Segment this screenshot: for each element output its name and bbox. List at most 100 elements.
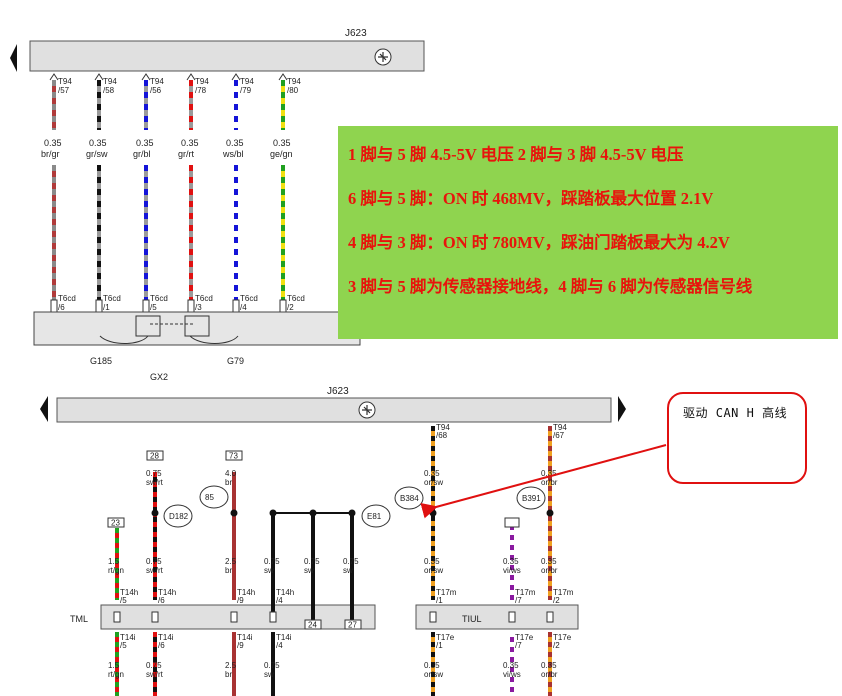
bottom-wire-9-pin-b: /67 [553, 431, 565, 440]
terminal-box-73-label: 73 [229, 452, 238, 461]
top-wire-1-pin-arrow [49, 73, 59, 81]
bottom-wire-2-gauge-top: 0.75 [146, 469, 162, 478]
bottom-wire-1-conn2-a: T14i [120, 633, 136, 642]
junction-dot-4 [309, 509, 317, 517]
terminal-box-23 [107, 517, 125, 528]
top-wire-4-color-code: gr/rt [178, 149, 195, 159]
module-tml-bar [100, 604, 376, 630]
top-diagram: J623 T94/570.35br/grT6cd/6T94/580.35gr/s… [10, 28, 425, 382]
bottom-wire-1-conn1-a: T14h [120, 588, 138, 597]
ecu-label-bottom: J623 [327, 386, 349, 397]
top-wire-4-pin-b: /78 [195, 86, 207, 95]
top-wire-2-gauge: 0.35 [89, 138, 107, 148]
callout-text: 驱动 CAN H 高线 [683, 406, 788, 420]
component-circle-B391-label: B391 [522, 494, 541, 503]
top-wire-3-pin-a: T94 [150, 77, 164, 86]
bottom-wire-2-conn1-b: /6 [158, 596, 165, 605]
junction-dot-6 [429, 509, 437, 517]
junction-dot-2 [230, 509, 238, 517]
top-wire-6-color-code: ge/gn [270, 149, 293, 159]
bottom-wire-9-pin-a: T94 [553, 423, 567, 432]
ecu-label-top: J623 [345, 28, 367, 39]
top-wire-1-conn-a: T6cd [58, 294, 76, 303]
top-wire-4-gauge: 0.35 [181, 138, 199, 148]
bottom-wire-1-code-bot: rt/gn [108, 670, 124, 679]
component-circle-D182-label: D182 [169, 512, 189, 521]
top-wire-5-color-code: ws/bl [222, 149, 244, 159]
bottom-wire-8-gauge-mid: 0.35 [503, 557, 519, 566]
top-wire-2-pin-arrow [94, 73, 104, 81]
bottom-wire-8-conn2-b: /7 [515, 641, 522, 650]
bottom-wire-9-conn2-a: T17e [553, 633, 572, 642]
bottom-wire-3-code-mid: br [225, 566, 232, 575]
bottom-wire-2-conn1-a: T14h [158, 588, 176, 597]
top-wire-6-conn-a: T6cd [287, 294, 305, 303]
terminal-box-73 [225, 450, 243, 461]
bottom-wire-8-gauge-bot: 0.35 [503, 661, 519, 670]
bottom-wire-7-connector [429, 611, 437, 623]
top-wire-1-pin-b: /57 [58, 86, 70, 95]
bottom-wire-5-gauge-mid: 0.75 [304, 557, 320, 566]
terminal-box-23-label: 23 [111, 519, 120, 528]
bottom-diagram: J623 TML TIUL 1.5rt/gnT14h/5T14i/51.5rt/… [40, 386, 667, 696]
top-wire-6-pin-b: /80 [287, 86, 299, 95]
terminal-box-24 [304, 619, 322, 630]
bottom-wire-4-gauge-mid: 0.75 [264, 557, 280, 566]
top-wire-3-gauge: 0.35 [136, 138, 154, 148]
top-wire-5-gauge: 0.35 [226, 138, 244, 148]
bottom-wire-7-conn1-b: /1 [436, 596, 443, 605]
left-arrow-icon [10, 44, 17, 72]
bottom-wire-2-connector [151, 611, 159, 623]
bottom-wire-7-code-mid: or/sw [424, 566, 443, 575]
terminal-box-28 [146, 450, 164, 461]
bottom-wire-2-code-mid: sw/rt [146, 566, 164, 575]
bottom-wire-9-code-mid: or/br [541, 566, 558, 575]
bottom-wire-4-code-bot: sw [264, 670, 274, 679]
notes-panel: 1 脚与 5 脚 4.5-5V 电压 2 脚与 3 脚 4.5-5V 电压 6 … [338, 126, 838, 339]
module-tml-label: TML [70, 614, 88, 624]
bottom-wire-3-code-bot: br [225, 670, 232, 679]
component-circle-B384 [394, 486, 424, 510]
bottom-wire-9-code-top: or/br [541, 478, 558, 487]
ecu-symbol-glyph-bottom [362, 405, 372, 415]
bottom-wire-7-pin-b: /68 [436, 431, 448, 440]
top-wire-5-conn-a: T6cd [240, 294, 258, 303]
bottom-wire-2-gauge-mid: 0.75 [146, 557, 162, 566]
bottom-wire-7-code-top: or/sw [424, 478, 443, 487]
callout-box: 驱动 CAN H 高线 [667, 392, 807, 484]
component-circle-B384-label: B384 [400, 494, 419, 503]
pedal-sensor-housing [33, 311, 361, 346]
bottom-wire-3-gauge-mid: 2.5 [225, 557, 237, 566]
bottom-wire-6-gauge-mid: 0.75 [343, 557, 359, 566]
bottom-wire-9-conn1-b: /2 [553, 596, 560, 605]
bottom-wire-7-conn2-b: /1 [436, 641, 443, 650]
bottom-wire-3-connector [230, 611, 238, 623]
bottom-wire-9-gauge-bot: 0.35 [541, 661, 557, 670]
bottom-wire-7-conn2-a: T17e [436, 633, 455, 642]
bottom-wire-5-code-mid: sw [304, 566, 314, 575]
ecu-bar-top [29, 40, 425, 72]
bottom-wire-8-code-bot: vi/ws [503, 670, 521, 679]
top-wire-6-gauge: 0.35 [273, 138, 291, 148]
note-line-4: 3 脚与 5 脚为传感器接地线，4 脚与 6 脚为传感器信号线 [348, 277, 753, 296]
top-wire-4-conn-b: /3 [195, 303, 202, 312]
top-wire-3-color-code: gr/bl [133, 149, 151, 159]
bottom-wire-9-conn1-a: T17m [553, 588, 574, 597]
terminal-box-violet [504, 517, 520, 528]
bottom-wire-3-code-top: br [225, 478, 232, 487]
bottom-wire-6-code-mid: sw [343, 566, 353, 575]
top-wire-1-color-code: br/gr [41, 149, 60, 159]
top-wire-4-conn-a: T6cd [195, 294, 213, 303]
ecu-symbol-glyph [378, 52, 388, 62]
junction-dot-3 [269, 509, 277, 517]
right-arrow-icon-bottom [618, 396, 626, 422]
sensor-loop-1 [99, 335, 149, 344]
sensor-g79-label: G79 [227, 356, 244, 366]
terminal-box-24-label: 24 [308, 621, 317, 630]
terminal-box-28-label: 28 [150, 452, 159, 461]
bottom-wire-9-gauge-top: 0.35 [541, 469, 557, 478]
junction-dot-5 [348, 509, 356, 517]
bottom-wire-9-connector [546, 611, 554, 623]
top-wire-5-pin-b: /79 [240, 86, 252, 95]
